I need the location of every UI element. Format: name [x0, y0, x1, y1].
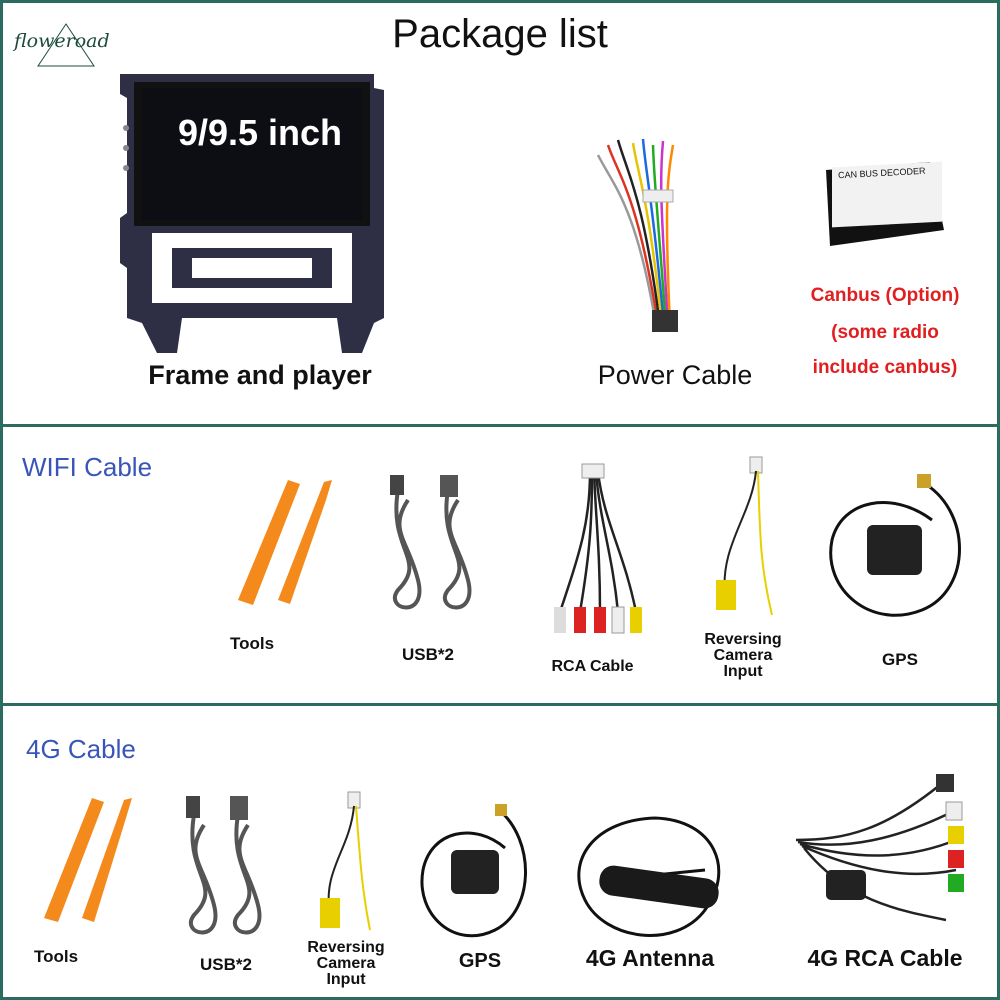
4g-reversing-camera-image: [320, 791, 371, 931]
4g-usb-label: USB*2: [200, 955, 252, 974]
canbus-option-line-1: Canbus (Option): [810, 285, 960, 306]
screen-size-label: 9/9.5 inch: [177, 112, 343, 153]
logo-triangle-icon: [37, 23, 95, 67]
4g-section-title: 4G Cable: [26, 734, 136, 764]
brand-name: floweroad: [14, 30, 110, 52]
4g-reversing-line-3: Input: [326, 971, 366, 988]
section-divider-top: [0, 424, 1000, 427]
brand-logo: floweroad: [8, 22, 118, 68]
power-cable-image: [596, 138, 678, 332]
4g-usb-cable-image: [186, 796, 262, 935]
wifi-usb-cable-image: [390, 475, 472, 610]
section-divider-bottom: [0, 703, 1000, 706]
4g-rca-cable-image: [795, 774, 964, 922]
wifi-tools-image: [238, 480, 332, 605]
4g-gps-label: GPS: [458, 950, 502, 972]
4g-tools-image: [44, 798, 132, 922]
4g-reversing-line-1: Reversing: [307, 939, 385, 956]
wifi-rca-label: RCA Cable: [551, 658, 634, 675]
4g-antenna-image: [577, 816, 721, 937]
wifi-section-title: WIFI Cable: [22, 452, 153, 482]
frame-and-player-label: Frame and player: [148, 360, 372, 390]
4g-tools-label: Tools: [33, 947, 79, 966]
canbus-option-line-3: include canbus): [812, 357, 958, 378]
4g-rca-cable-label: 4G RCA Cable: [807, 945, 963, 971]
wifi-gps-image: [829, 474, 961, 617]
wifi-reversing-line-1: Reversing: [704, 631, 782, 648]
wifi-reversing-line-2: Camera: [713, 647, 773, 664]
4g-reversing-line-2: Camera: [316, 955, 376, 972]
wifi-gps-label: GPS: [882, 650, 918, 669]
canbus-decoder-image: [826, 161, 944, 246]
wifi-tools-label: Tools: [229, 634, 275, 653]
page-title: Package list: [392, 12, 608, 56]
wifi-reversing-camera-image: [716, 456, 773, 616]
wifi-usb-label: USB*2: [402, 645, 454, 664]
canbus-option-line-2: (some radio: [831, 322, 939, 343]
frame-and-player-image: [120, 74, 384, 353]
power-cable-label: Power Cable: [597, 360, 753, 390]
4g-gps-image: [420, 804, 527, 938]
wifi-rca-cable-image: [554, 463, 642, 634]
wifi-reversing-line-3: Input: [723, 663, 763, 680]
4g-antenna-label: 4G Antenna: [585, 945, 715, 971]
